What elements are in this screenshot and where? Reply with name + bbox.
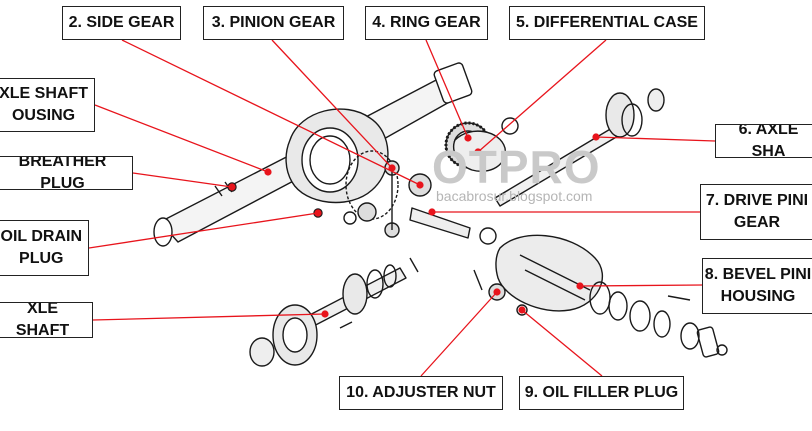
label-ring-gear: 4. RING GEAR: [365, 6, 488, 40]
drive-pinion: [409, 207, 471, 239]
leader-bevel-pinion-housing: [579, 284, 703, 287]
leader-dot-pinion-gear: [388, 164, 396, 172]
label-differential-case: 5. DIFFERENTIAL CASE: [509, 6, 705, 40]
label-axle-shaft-housing: XLE SHAFT OUSING: [0, 78, 95, 132]
leader-dot-breather-plug: [228, 183, 236, 191]
leader-oil-drain-plug: [88, 212, 319, 249]
label-pinion-gear: 3. PINION GEAR: [203, 6, 344, 40]
leader-dot-adjuster-nut: [493, 288, 501, 296]
watermark-url: bacabrosur.blogspot.com: [436, 188, 593, 204]
watermark-text: OTPRO: [432, 141, 601, 193]
label-breather-plug: BREATHER PLUG: [0, 156, 133, 190]
leader-differential-case: [477, 39, 607, 153]
leader-dot-axle-shaft-left: [321, 310, 329, 318]
leader-dot-drive-pinion-gear: [428, 208, 436, 216]
leader-adjuster-nut: [420, 291, 498, 377]
label-axle-shaft-right: 6. AXLE SHA: [715, 124, 812, 158]
label-oil-filler-plug: 9. OIL FILLER PLUG: [519, 376, 684, 410]
leader-ring-gear: [425, 39, 469, 139]
label-adjuster-nut: 10. ADJUSTER NUT: [339, 376, 503, 410]
label-drive-pinion-gear: 7. DRIVE PINI GEAR: [700, 184, 812, 240]
leader-dot-bevel-pinion-housing: [576, 282, 584, 290]
leader-dot-axle-shaft-housing: [264, 168, 272, 176]
leader-axle-shaft-housing: [94, 104, 269, 173]
label-axle-shaft-left: XLE SHAFT: [0, 302, 93, 338]
bevel-pinion-housing: [495, 234, 604, 312]
leader-dot-ring-gear: [464, 134, 472, 142]
label-bevel-pinion-housing: 8. BEVEL PINI HOUSING: [702, 258, 812, 314]
leader-dot-side-gear: [416, 181, 424, 189]
label-side-gear: 2. SIDE GEAR: [62, 6, 181, 40]
label-oil-drain-plug: OIL DRAIN PLUG: [0, 220, 89, 276]
leader-axle-shaft-right: [595, 136, 716, 142]
leader-dot-axle-shaft-right: [592, 133, 600, 141]
leader-side-gear: [121, 39, 421, 186]
leader-dot-differential-case: [474, 148, 482, 156]
leader-dot-oil-filler-plug: [518, 306, 526, 314]
oil-filler-plug: [516, 304, 528, 316]
leader-oil-filler-plug: [521, 309, 603, 377]
leader-axle-shaft-left: [92, 313, 326, 321]
leader-dot-oil-drain-plug: [314, 209, 322, 217]
leader-pinion-gear: [271, 39, 393, 169]
leader-lines: [88, 39, 716, 377]
leader-breather-plug: [132, 172, 233, 188]
